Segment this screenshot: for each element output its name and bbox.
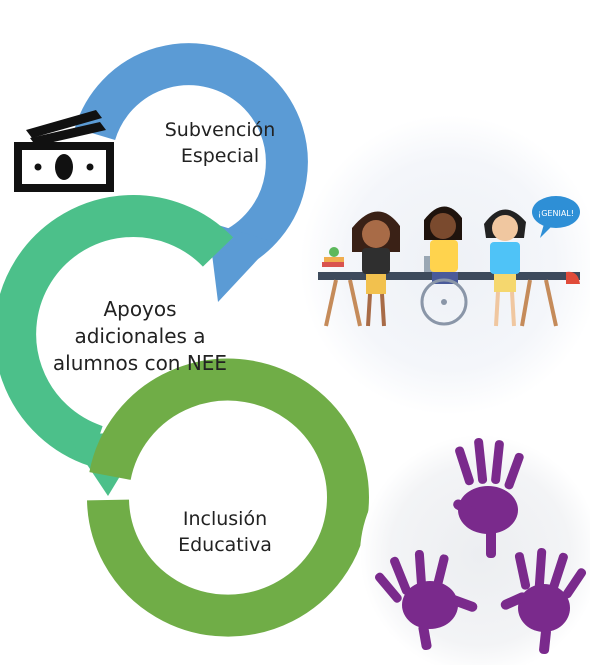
stage-label-line: Apoyos [103, 297, 177, 321]
student-2 [420, 206, 468, 326]
handprint-top [453, 437, 524, 558]
student-3 [484, 209, 526, 327]
inclusion-ring [87, 358, 369, 637]
stage-label-line: alumnos con NEE [52, 351, 228, 375]
stage-label-line: Educativa [178, 533, 272, 556]
stage-label-inclusion: Inclusión Educativa [145, 507, 305, 558]
handprint-left [375, 549, 478, 651]
student-1 [352, 211, 400, 327]
speech-bubble-text: ¡GENIAL! [538, 209, 574, 218]
stage-label-line: Especial [180, 144, 260, 167]
subvencion-arrow [74, 43, 308, 302]
students-illustration: ¡GENIAL! [300, 115, 590, 415]
stage-label-subvencion: Subvención Especial [140, 118, 300, 169]
handprints-illustration [360, 435, 590, 665]
stage-label-apoyos: Apoyos adicionales a alumnos con NEE [30, 296, 250, 377]
handprint-right [500, 548, 587, 655]
stage-label-line: adicionales a [74, 324, 206, 348]
banknote-icon [14, 110, 114, 192]
speech-bubble: ¡GENIAL! [532, 196, 580, 238]
stage-label-line: Subvención [164, 119, 276, 141]
stage-label-line: Inclusión [182, 508, 268, 530]
